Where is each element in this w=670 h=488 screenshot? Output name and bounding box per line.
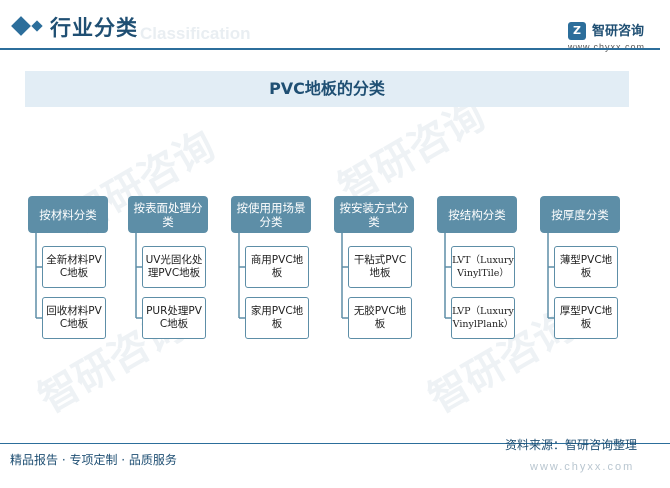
subcategory-box: 全新材料PVC地板 [42,246,106,288]
subcategory-box: LVT（LuxuryVinylTile） [451,246,515,288]
page-title: 行业分类 [50,16,138,40]
subcategory-box: 回收材料PVC地板 [42,297,106,339]
title-english: Classification [140,24,251,43]
footer-divider [0,443,670,444]
header-divider [0,48,660,50]
subcategory-box: UV光固化处理PVC地板 [142,246,206,288]
subcategory-box: LVP（LuxuryVinylPlank） [451,297,515,339]
category-box: 按安装方式分类 [334,196,414,233]
subcategory-box: 无胶PVC地板 [348,297,412,339]
subcategory-box: 薄型PVC地板 [554,246,618,288]
footer-url: www.chyxx.com [530,461,635,473]
diagram-title: PVC地板的分类 [25,71,629,107]
category-box: 按结构分类 [437,196,517,233]
logo-name: 智研咨询 [592,24,645,39]
category-box: 按厚度分类 [540,196,620,233]
logo-icon: Z [568,22,586,40]
footer-source: 资料来源：智研咨询整理 [505,438,638,452]
subcategory-box: 家用PVC地板 [245,297,309,339]
logo-url: www.chyxx.com [568,42,646,52]
subcategory-box: 商用PVC地板 [245,246,309,288]
category-box: 按使用用场景分类 [231,196,311,233]
category-box: 按材料分类 [28,196,108,233]
subcategory-box: PUR处理PVC地板 [142,297,206,339]
logo: Z 智研咨询 www.chyxx.com [568,20,660,52]
category-box: 按表面处理分类 [128,196,208,233]
subcategory-box: 厚型PVC地板 [554,297,618,339]
footer-slogan: 精品报告 · 专项定制 · 品质服务 [10,453,177,467]
subcategory-box: 干粘式PVC地板 [348,246,412,288]
header: Classification 行业分类 Z 智研咨询 www.chyxx.com [0,0,670,60]
